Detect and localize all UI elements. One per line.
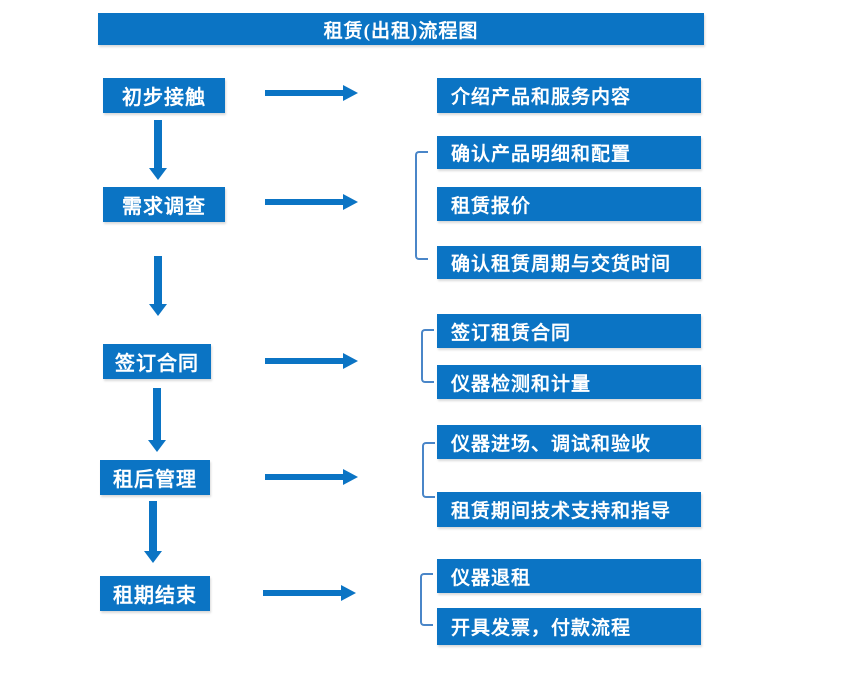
output-box-invoice-payment-process: 开具发票，付款流程 [437,608,701,645]
arrow-head [148,440,166,452]
step-box-sign-contract: 签订合同 [103,344,211,379]
output-box-technical-support-guidance: 租赁期间技术支持和指导 [437,492,701,527]
down-arrow-icon [148,388,166,452]
step-box-initial-contact: 初步接触 [103,78,225,113]
arrow-shaft [149,501,157,551]
right-arrow-icon [265,353,358,369]
arrow-shaft [263,590,342,596]
arrow-shaft [154,256,162,304]
arrow-shaft [153,388,161,440]
right-arrow-icon [265,194,358,210]
output-box-rental-quotation: 租赁报价 [437,187,701,221]
arrow-shaft [265,90,344,96]
arrow-head [341,585,356,601]
bracket-connector [421,329,434,383]
arrow-head [149,168,167,180]
output-box-instrument-setup-debug-acceptance: 仪器进场、调试和验收 [437,425,701,459]
bracket-connector [422,442,435,498]
bracket-connector [420,573,433,626]
down-arrow-icon [149,256,167,316]
output-box-sign-rental-contract: 签订租赁合同 [437,314,701,348]
output-box-introduce-products-services: 介绍产品和服务内容 [437,78,701,113]
down-arrow-icon [149,120,167,180]
output-box-instrument-inspection-calibration: 仪器检测和计量 [437,365,701,399]
down-arrow-icon [144,501,162,563]
right-arrow-icon [265,469,358,485]
step-box-demand-survey: 需求调查 [103,187,225,222]
step-box-post-rental-management: 租后管理 [100,460,210,495]
arrow-head [343,469,358,485]
right-arrow-icon [263,585,356,601]
step-box-rental-period-end: 租期结束 [100,576,210,611]
arrow-head [343,194,358,210]
output-box-confirm-product-details-config: 确认产品明细和配置 [437,136,701,169]
arrow-shaft [265,474,344,480]
arrow-shaft [265,358,344,364]
bracket-connector [415,151,428,260]
arrow-head [144,551,162,563]
arrow-shaft [265,199,344,205]
output-box-confirm-rental-period-delivery: 确认租赁周期与交货时间 [437,246,701,279]
arrow-head [343,85,358,101]
arrow-head [149,304,167,316]
flowchart-title: 租赁(出租)流程图 [98,13,704,45]
output-box-instrument-return: 仪器退租 [437,559,701,593]
arrow-shaft [154,120,162,168]
arrow-head [343,353,358,369]
right-arrow-icon [265,85,358,101]
